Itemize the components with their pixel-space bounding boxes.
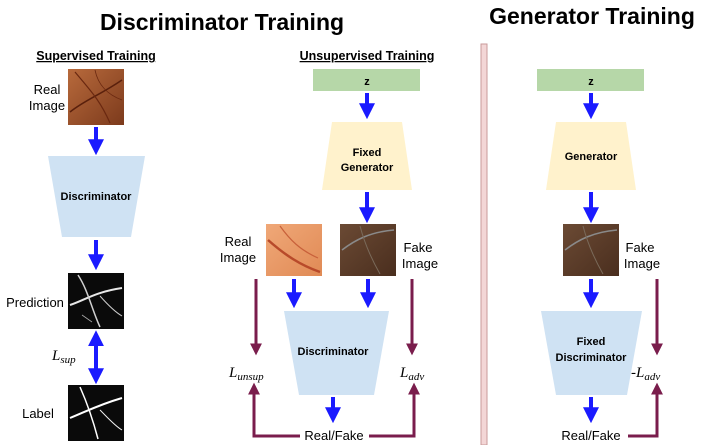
fixed-discriminator-box	[541, 311, 642, 395]
fixed-generator-box	[322, 122, 412, 190]
unsupervised-z-box	[313, 69, 420, 91]
neg-adv-loss-label: -Ladv	[631, 365, 660, 383]
arrow-output-to-adv-loss	[369, 382, 420, 438]
prediction-image	[68, 273, 124, 329]
gen-fake-image-label-line2: Image	[624, 256, 660, 271]
supervised-discriminator-box	[48, 156, 145, 237]
generator-box	[546, 122, 636, 190]
supervised-real-image-label-line1: Real	[34, 82, 61, 97]
unsup-real-image-label-line2: Image	[220, 250, 256, 265]
gen-fake-image	[563, 224, 619, 276]
section-divider	[480, 43, 488, 445]
unsup-loss-label: Lunsup	[228, 365, 264, 383]
arrow-output-to-unsup-loss	[248, 382, 300, 438]
gen-fake-image-label-line1: Fake	[626, 240, 655, 255]
gen-z-label: z	[588, 76, 594, 88]
gen-output-label: Real/Fake	[561, 428, 620, 443]
supervised-discriminator-label: Discriminator	[61, 191, 133, 203]
generator-label: Generator	[565, 151, 618, 163]
supervised-loss-label: Lsup	[51, 348, 76, 366]
unsup-real-image	[266, 224, 322, 276]
gen-z-box	[537, 69, 644, 91]
unsup-real-image-label-line1: Real	[225, 234, 252, 249]
unsup-discriminator-box	[284, 311, 389, 395]
unsup-discriminator-label: Discriminator	[298, 346, 370, 358]
unsupervised-training-heading: Unsupervised Training	[300, 49, 435, 63]
fixed-generator-label-line2: Generator	[341, 162, 394, 174]
unsup-fake-image-label-line1: Fake	[404, 240, 433, 255]
supervised-real-image	[68, 69, 124, 125]
adv-loss-label: Ladv	[399, 365, 424, 383]
arrow-gen-output-to-neg-adv-loss	[628, 382, 663, 438]
discriminator-training-title: Discriminator Training	[100, 9, 344, 35]
unsup-fake-image	[340, 224, 396, 276]
unsup-output-label: Real/Fake	[304, 428, 363, 443]
supervised-real-image-label-line2: Image	[29, 98, 65, 113]
prediction-label: Prediction	[6, 295, 64, 310]
label-image	[68, 385, 124, 441]
generator-training-title: Generator Training	[489, 3, 695, 29]
fixed-discriminator-label-line1: Fixed	[577, 336, 606, 348]
label-text: Label	[22, 406, 54, 421]
fixed-generator-label-line1: Fixed	[353, 147, 382, 159]
unsupervised-z-label: z	[364, 76, 370, 88]
supervised-training-heading: Supervised Training	[36, 49, 155, 63]
fixed-discriminator-label-line2: Discriminator	[556, 352, 628, 364]
unsup-fake-image-label-line2: Image	[402, 256, 438, 271]
